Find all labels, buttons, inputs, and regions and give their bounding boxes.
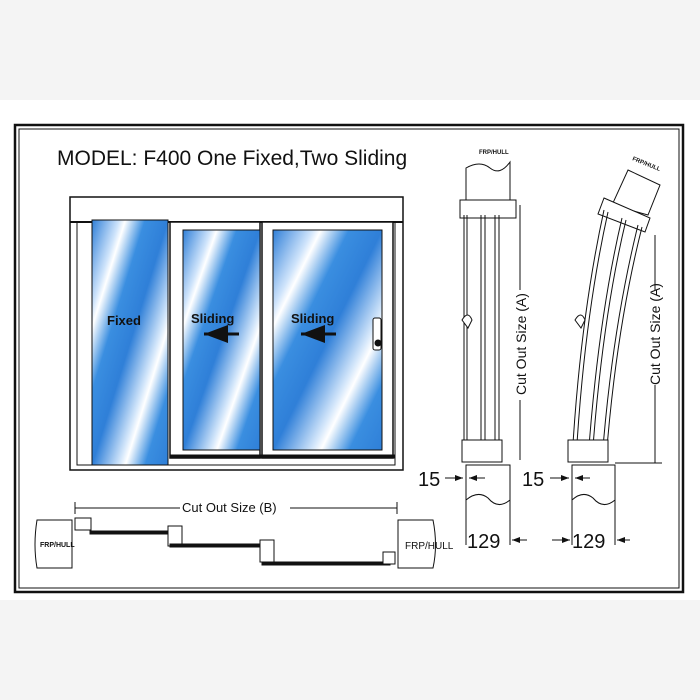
section-curved <box>550 169 662 545</box>
hull-label-curved: FRP/HULL <box>631 156 661 173</box>
drawing-border <box>13 123 685 594</box>
glass-fixed <box>92 220 168 465</box>
dim-129-straight: 129 <box>467 531 500 553</box>
dim-15-curved: 15 <box>522 469 544 491</box>
label-sliding-2: Sliding <box>291 311 334 326</box>
section-straight <box>445 160 527 545</box>
model-title: MODEL: F400 One Fixed,Two Sliding <box>57 147 407 170</box>
dim-15-straight: 15 <box>418 469 440 491</box>
hull-label-left: FRP/HULL <box>40 542 75 549</box>
hull-label-right: FRP/HULL <box>405 541 454 552</box>
label-sliding-1: Sliding <box>191 311 234 326</box>
cut-out-a-straight: Cut Out Size (A) <box>513 293 529 395</box>
plan-view <box>34 502 436 569</box>
hull-label-straight: FRP/HULL <box>479 150 509 156</box>
label-fixed: Fixed <box>107 313 141 328</box>
dim-129-curved: 129 <box>572 531 605 553</box>
cut-out-b: Cut Out Size (B) <box>182 500 277 515</box>
window-elevation <box>69 196 404 471</box>
cut-out-a-curved: Cut Out Size (A) <box>647 283 663 385</box>
